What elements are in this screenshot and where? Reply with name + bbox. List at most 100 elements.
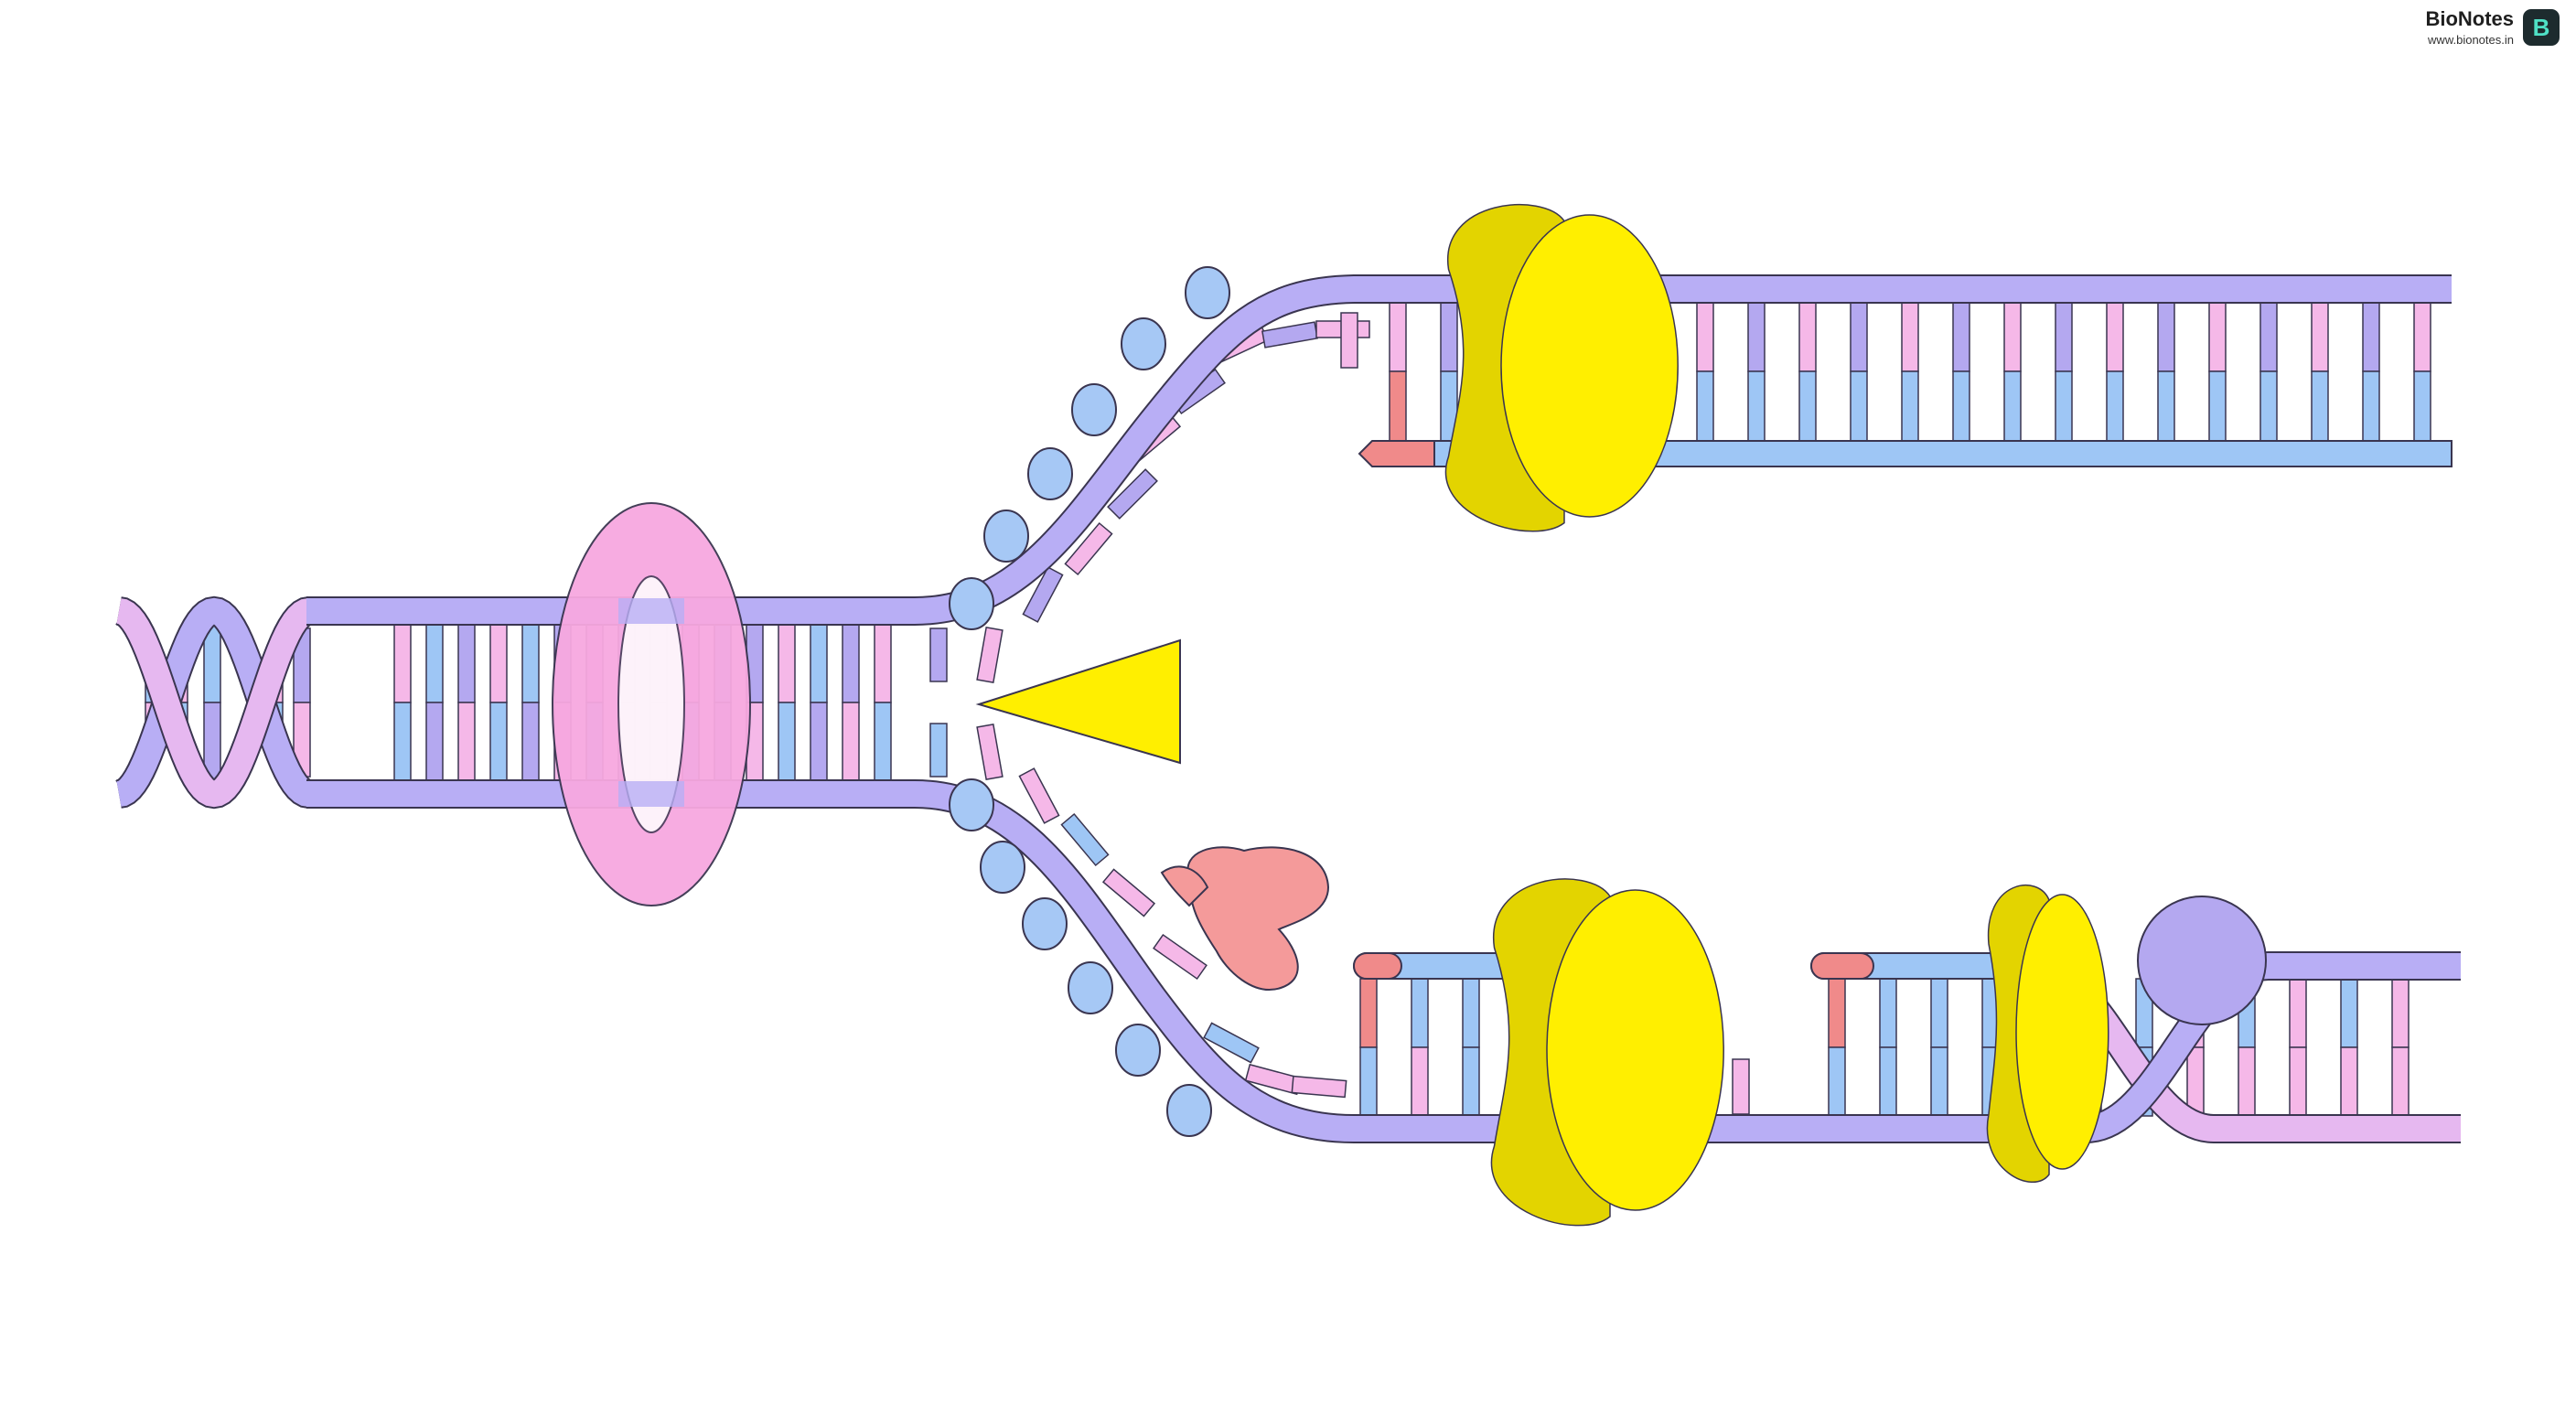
base <box>457 702 476 782</box>
base <box>2259 370 2278 442</box>
base <box>810 702 828 782</box>
base <box>1411 978 1429 1048</box>
lower-unpaired-base <box>1291 1075 1347 1099</box>
single-strand-binding-protein-icon <box>983 509 1029 563</box>
base <box>2259 301 2278 372</box>
lower-unpaired-base <box>1060 812 1110 867</box>
upper-template-strand <box>914 276 2452 624</box>
parental-base-pair <box>489 623 508 782</box>
base <box>2003 301 2022 372</box>
lagging-base-pair <box>2391 978 2410 1117</box>
single-strand-binding-protein-icon <box>1121 317 1166 370</box>
base <box>1828 978 1846 1048</box>
leading-base-pair <box>2208 301 2227 442</box>
leading-base-pair <box>1798 301 1817 442</box>
base <box>1696 370 1714 442</box>
primase-arm-icon <box>1160 865 1209 907</box>
leading-base-pair <box>2106 301 2124 442</box>
base <box>2289 978 2307 1048</box>
base <box>1798 370 1817 442</box>
parental-base-pair <box>521 623 540 782</box>
base <box>2362 301 2380 372</box>
base <box>1879 978 1897 1048</box>
base <box>2413 301 2431 372</box>
helix-strand-b <box>116 598 312 808</box>
base <box>457 623 476 703</box>
helix-base-pair <box>203 625 221 780</box>
base <box>2208 370 2227 442</box>
base <box>1930 978 1948 1048</box>
polymerase-front <box>2015 894 2109 1170</box>
rna-primer-icon <box>1810 952 1874 980</box>
base <box>2003 370 2022 442</box>
base <box>2157 370 2175 442</box>
base <box>2157 301 2175 372</box>
helicase-ring-hole <box>617 575 685 833</box>
upper-unpaired-base <box>1107 468 1158 520</box>
rna-primer-icon <box>1353 952 1402 980</box>
leading-base-pair <box>1696 301 1714 442</box>
proteins-layer <box>552 204 2267 1227</box>
leading-base-pair <box>1747 301 1766 442</box>
leading-base-pair <box>2157 301 2175 442</box>
base <box>1930 1046 1948 1117</box>
helix-base-pair <box>293 627 311 778</box>
base <box>1747 301 1766 372</box>
base <box>2055 370 2073 442</box>
primase-icon <box>1186 846 1330 991</box>
leading-base-pair <box>1952 301 1970 442</box>
topoisomerase-wedge-icon <box>975 638 1181 765</box>
base <box>2311 301 2329 372</box>
base <box>2055 301 2073 372</box>
lagging-base-pair <box>1462 978 1480 1117</box>
helicase-strand-pass <box>618 781 684 807</box>
base <box>2362 370 2380 442</box>
leading-base-pair <box>2413 301 2431 442</box>
base <box>2391 1046 2410 1117</box>
upper-unpaired-base <box>976 627 1004 683</box>
base <box>393 623 412 703</box>
parental-base-pair <box>457 623 476 782</box>
base <box>874 702 892 782</box>
dna-polymerase-icon <box>1491 878 1724 1227</box>
upper-unpaired-base <box>1340 312 1358 369</box>
single-strand-binding-protein-icon <box>949 577 994 630</box>
leading-base-pair <box>2259 301 2278 442</box>
lower-unpaired-base <box>1018 767 1060 824</box>
brand-badge: BioNotes www.bionotes.in B <box>2425 9 2560 46</box>
upper-unpaired-base <box>929 627 948 682</box>
base <box>874 623 892 703</box>
base <box>2238 1046 2256 1117</box>
base <box>1359 1046 1378 1117</box>
upper-unpaired-base <box>1261 321 1318 349</box>
parental-base-pair <box>425 623 444 782</box>
single-strand-binding-protein-icon <box>1185 266 1230 319</box>
brand-text: BioNotes www.bionotes.in <box>2425 9 2514 47</box>
helix-strand-a <box>116 597 312 807</box>
parental-base-pair <box>810 623 828 782</box>
leading-base-pair <box>1389 301 1407 442</box>
helicase-strand-pass <box>618 598 684 624</box>
leading-base-pair <box>2003 301 2022 442</box>
base <box>1952 301 1970 372</box>
upper-unpaired-base <box>1022 566 1064 623</box>
base <box>425 623 444 703</box>
rna-primer-icon <box>1358 440 1435 467</box>
ssb-layer <box>949 266 1230 1137</box>
leading-base-pair <box>1901 301 1919 442</box>
single-strand-binding-protein-icon <box>1115 1024 1161 1077</box>
base <box>1952 370 1970 442</box>
base <box>778 702 796 782</box>
lagging-base-pair <box>1879 978 1897 1117</box>
base <box>2106 301 2124 372</box>
dna-polymerase-icon <box>1445 204 1679 532</box>
base <box>521 623 540 703</box>
single-strand-binding-protein-icon <box>1071 383 1117 436</box>
lagging-base-pair <box>2340 978 2358 1117</box>
base <box>810 623 828 703</box>
base <box>489 623 508 703</box>
base <box>2106 370 2124 442</box>
base <box>1850 370 1868 442</box>
leading-base-pair <box>2055 301 2073 442</box>
